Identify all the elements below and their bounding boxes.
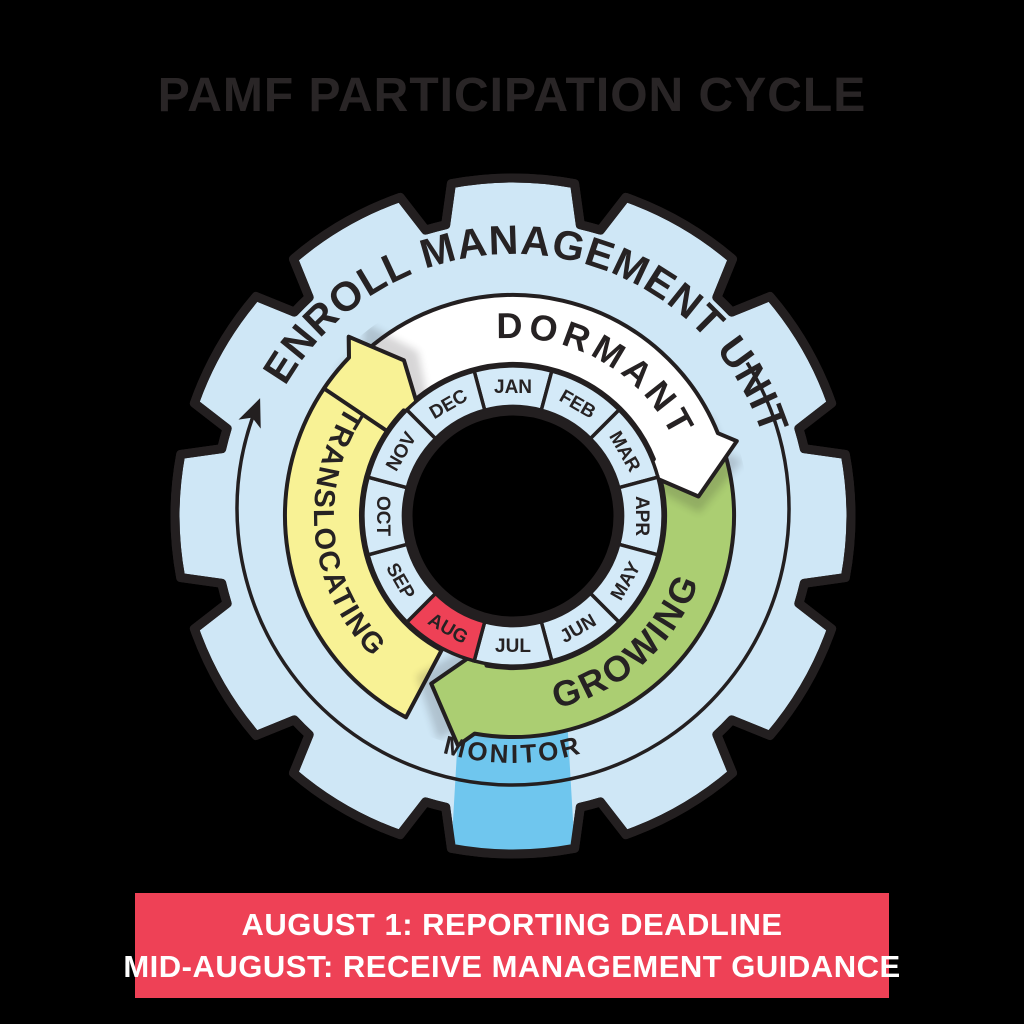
monitor-phase-wedge [451,727,575,854]
gear-outline [170,173,856,859]
page-title: PAMF PARTICIPATION CYCLE [157,69,867,122]
center-hole [403,406,623,626]
translocating-arc-head [322,334,423,433]
banner-line-1: AUGUST 1: REPORTING DEADLINE [241,907,783,942]
month-label: JUL [495,636,531,657]
deadline-banner: AUGUST 1: REPORTING DEADLINE MID-AUGUST:… [123,893,900,998]
growing-arc [429,445,736,748]
month-label: OCT [372,496,393,537]
month-ring [361,364,665,668]
phase-arcs [283,293,743,748]
banner-line-2: MID-AUGUST: RECEIVE MANAGEMENT GUIDANCE [123,949,901,984]
month-label: JAN [494,377,532,398]
dormant-arc [363,293,739,499]
month-label: APR [631,496,652,536]
cycle-direction-arrow [235,361,791,787]
